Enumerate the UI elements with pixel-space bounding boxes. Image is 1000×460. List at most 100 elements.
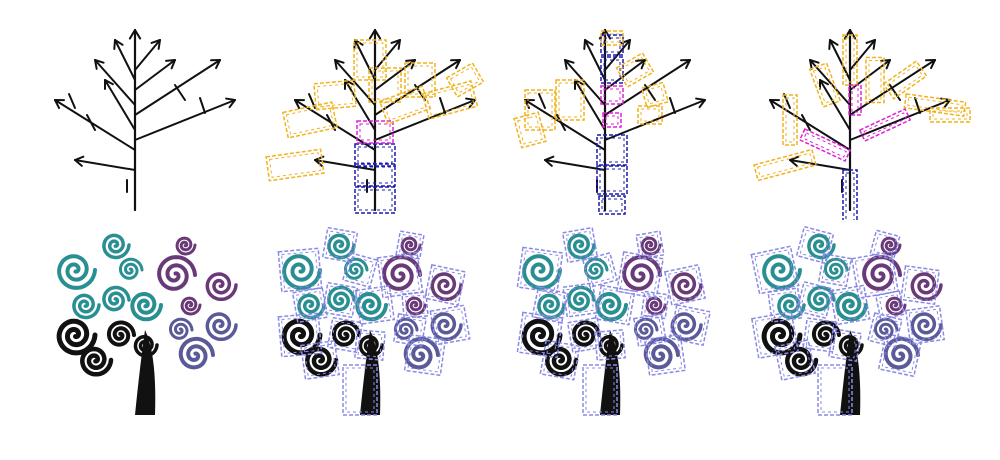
part-box-10 <box>421 80 479 120</box>
part-box-11 <box>668 303 712 347</box>
part-box-7 <box>353 39 387 81</box>
branch-tree-decomposition-c <box>753 28 971 220</box>
part-box-17-inner <box>820 367 850 413</box>
part-box-8-inner <box>558 82 582 118</box>
part-box-4 <box>795 280 835 320</box>
part-box-11 <box>904 304 946 346</box>
part-box-5 <box>265 148 325 182</box>
branch-tip <box>809 59 813 70</box>
swirl <box>640 236 662 256</box>
part-box-2 <box>596 134 628 166</box>
branch-tip <box>354 39 364 46</box>
swirl <box>382 255 422 291</box>
swirl <box>670 272 703 302</box>
swirl <box>910 272 943 302</box>
swirl <box>874 317 899 340</box>
branch-tip <box>165 59 176 62</box>
branch <box>524 99 606 151</box>
part-box-0 <box>354 143 396 167</box>
swirl <box>281 318 323 356</box>
swirl <box>761 318 803 356</box>
swirl <box>910 312 943 342</box>
branch-tip <box>294 99 301 110</box>
swirl <box>305 346 339 377</box>
swirl <box>567 285 596 312</box>
branch-tip <box>544 159 553 167</box>
part-box-11 <box>429 304 471 346</box>
branch-tip <box>829 39 839 46</box>
part-box-7-inner <box>356 42 384 78</box>
branch-tip <box>544 155 555 161</box>
part-box-11 <box>668 303 712 347</box>
part-box-12-inner <box>640 108 660 122</box>
branch-tip <box>215 59 221 70</box>
part-box-11-inner <box>644 85 666 105</box>
part-box-3 <box>356 120 394 144</box>
part-box-15-inner <box>777 342 813 378</box>
part-box-12 <box>404 62 436 98</box>
swirl <box>102 285 131 312</box>
branch <box>819 79 851 131</box>
part-box-6-inner <box>785 97 795 143</box>
part-box-4 <box>598 195 626 215</box>
branch-tree-input <box>54 28 236 212</box>
part-box-1 <box>354 163 396 187</box>
branch-tip <box>885 59 891 70</box>
branch-tip <box>872 39 876 50</box>
swirl <box>180 296 202 316</box>
sub-twig <box>914 97 921 114</box>
part-box-11-inner <box>449 66 481 94</box>
branch-tip <box>104 79 114 86</box>
swirl-tree-decomposition-a <box>277 226 471 416</box>
swirl <box>331 320 361 347</box>
part-box-9 <box>865 56 885 104</box>
branch-tip <box>880 59 891 62</box>
part-box-4 <box>798 128 852 162</box>
part-box-9-inner <box>878 293 902 317</box>
branch <box>374 99 476 141</box>
part-box-15 <box>539 339 581 381</box>
part-box-8 <box>555 79 585 121</box>
swirl <box>80 346 114 377</box>
part-box-4 <box>562 282 598 318</box>
part-box-10 <box>421 80 479 120</box>
sub-twig <box>783 93 791 109</box>
part-box-10-inner <box>619 56 651 84</box>
part-box-12-inner <box>407 337 443 373</box>
part-box-0-inner <box>357 146 393 164</box>
part-box-0 <box>321 226 359 264</box>
swirl <box>430 312 463 342</box>
sub-twig <box>439 97 446 114</box>
part-box-1 <box>842 34 858 86</box>
part-box-2 <box>596 134 628 166</box>
branch-tip <box>789 159 798 167</box>
part-box-5 <box>600 85 624 105</box>
part-box-13-inner <box>754 314 796 356</box>
branch <box>374 59 416 91</box>
part-box-2-inner <box>357 189 393 211</box>
part-box-6 <box>782 94 798 146</box>
swirl <box>157 255 197 291</box>
branch-tip <box>698 99 706 109</box>
part-box-4 <box>321 281 359 319</box>
part-box-7 <box>353 39 387 81</box>
swirl <box>807 285 836 312</box>
part-box-8-inner <box>371 70 399 100</box>
branch-tip <box>74 159 83 167</box>
sub-twig <box>889 84 901 101</box>
branch <box>849 99 951 141</box>
part-box-1 <box>354 163 396 187</box>
part-box-9-inner <box>868 60 882 100</box>
swirl-tree-panel-c <box>735 220 965 420</box>
swirl <box>584 257 609 280</box>
part-box-15 <box>773 338 817 382</box>
part-box-2 <box>341 251 379 289</box>
branch <box>354 39 376 81</box>
branch-tree-panel-input <box>20 20 250 220</box>
swirl <box>178 336 215 370</box>
branch <box>134 99 236 141</box>
branch <box>769 99 851 151</box>
branch <box>294 99 376 151</box>
part-box-13 <box>600 30 624 46</box>
part-box-17 <box>817 364 853 416</box>
